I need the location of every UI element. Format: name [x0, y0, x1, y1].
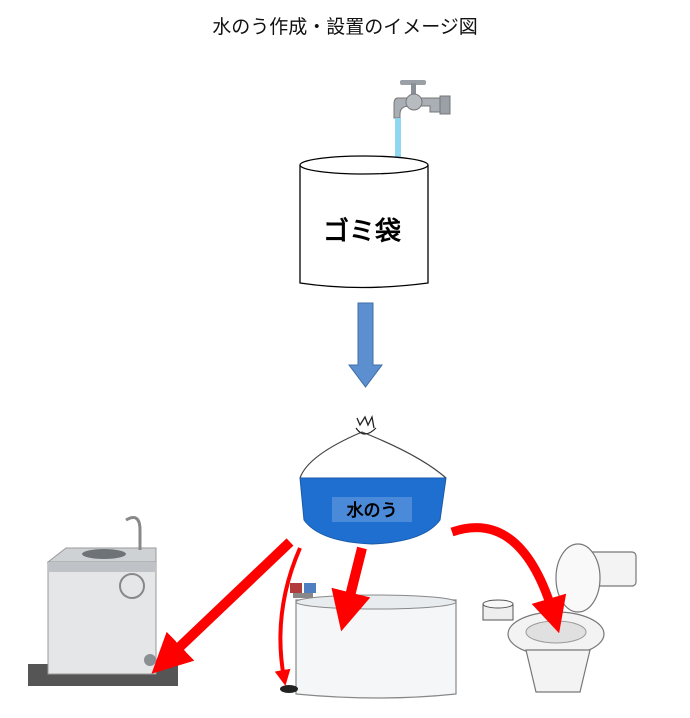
garbage-bag: ゴミ袋	[299, 155, 429, 289]
flow-arrow	[348, 302, 383, 388]
garbage-bag-label: ゴミ袋	[323, 216, 402, 247]
washing-machine-icon	[28, 516, 178, 686]
tap-water-stream	[395, 118, 401, 158]
toilet-paper-icon	[482, 599, 514, 621]
drain-icon	[280, 685, 298, 693]
toilet-icon	[507, 543, 637, 693]
sandbag: 水のう	[299, 414, 447, 545]
arrow-to-washing-machine	[151, 538, 294, 674]
faucet-icon	[393, 80, 451, 119]
diagram-title: 水のう作成・設置のイメージ図	[212, 16, 478, 38]
arrow-to-bathtub	[331, 546, 371, 632]
arrow-to-drain	[274, 547, 302, 686]
sandbag-label: 水のう	[347, 500, 398, 521]
arrow-to-toilet	[450, 523, 567, 634]
bathtub-icon	[290, 583, 457, 699]
